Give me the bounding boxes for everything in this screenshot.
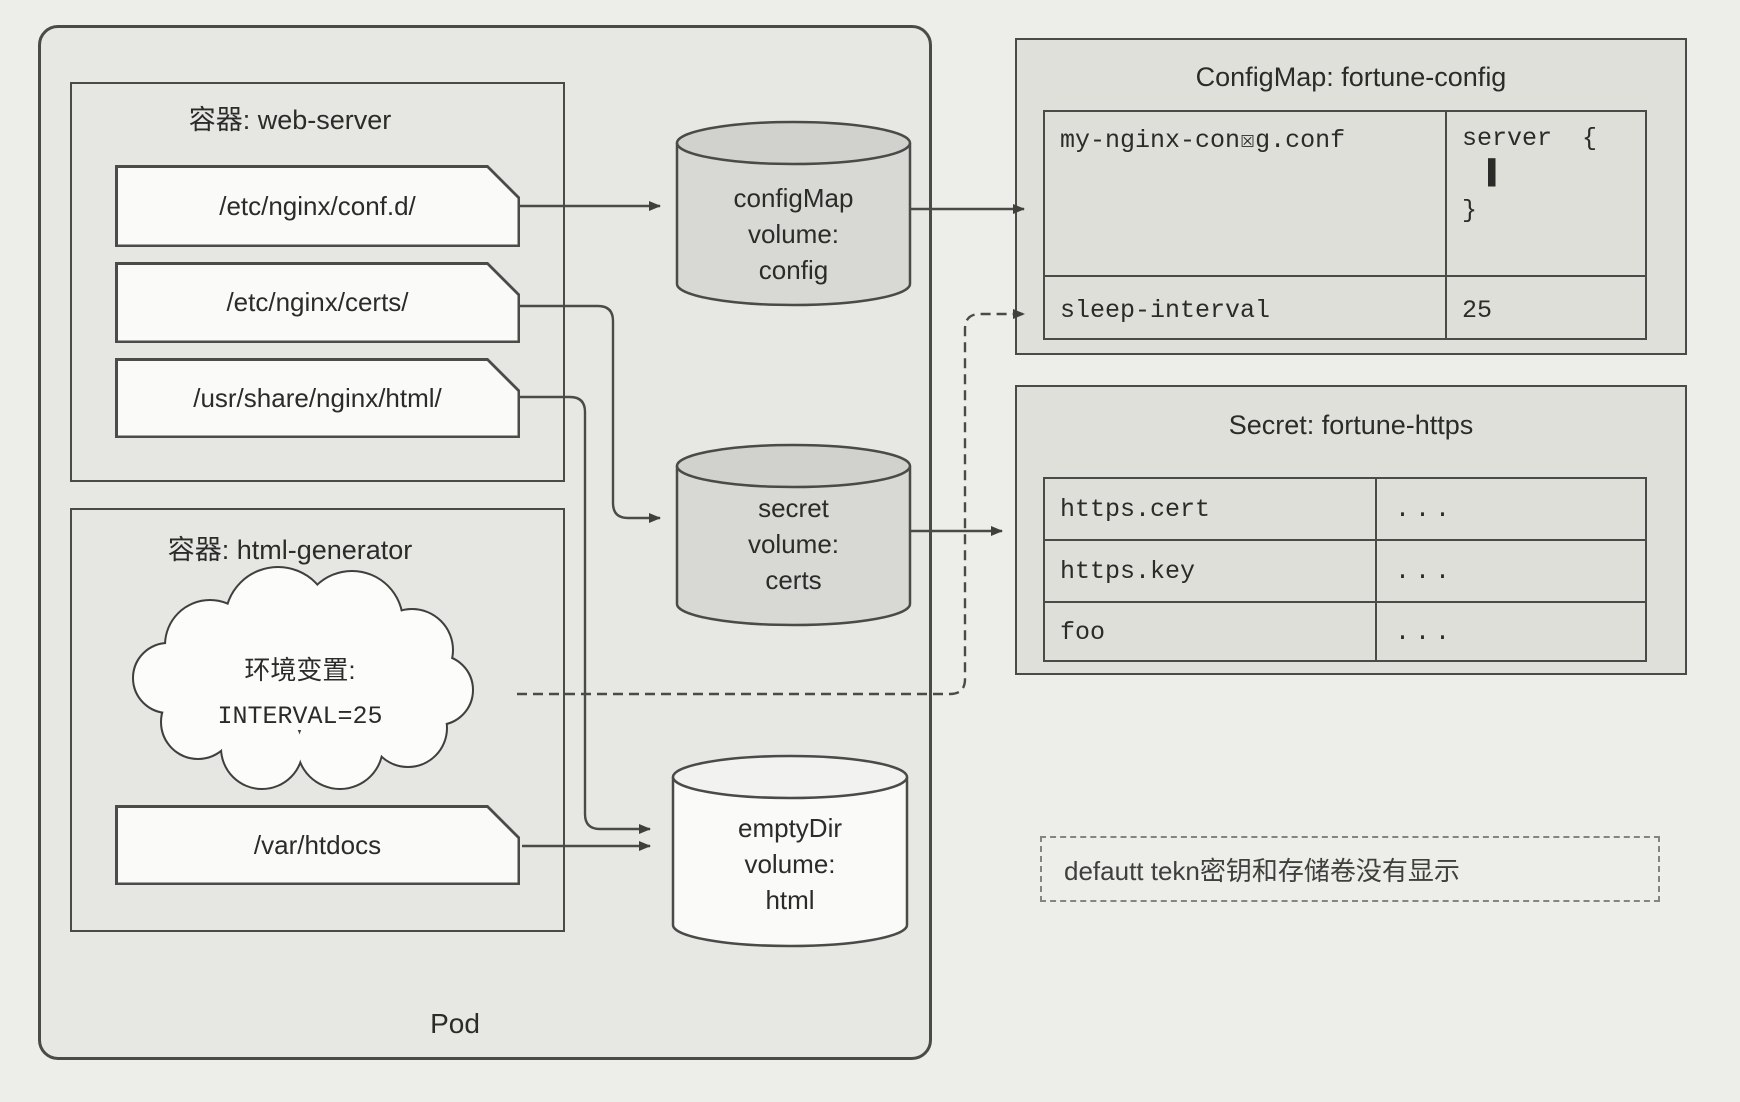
container-web-server-title: 容器: web-server bbox=[188, 105, 392, 135]
secret-title: Secret: fortune-https bbox=[1228, 410, 1474, 440]
configmap-value-block: ▌ bbox=[1488, 158, 1504, 187]
emptydir-volume-line3: html bbox=[765, 885, 815, 915]
pod-label: Pod bbox=[430, 1008, 480, 1039]
env-cloud-var: INTERVAL=25 bbox=[217, 702, 383, 731]
mount-path-box-html: /usr/share/nginx/html/ bbox=[115, 358, 520, 438]
secret-key-foo: foo bbox=[1060, 618, 1106, 647]
secret-volume-label: secret volume: certs bbox=[677, 490, 910, 598]
note-box: defautt tekn密钥和存储卷没有显示 bbox=[1040, 836, 1660, 902]
secret-table bbox=[1043, 477, 1647, 662]
mount-path-certs: /etc/nginx/certs/ bbox=[118, 265, 518, 341]
env-cloud-title: 环境变置: bbox=[244, 655, 356, 685]
configmap-value-server-open: server { bbox=[1462, 124, 1598, 153]
configmap-value-close-brace: } bbox=[1462, 196, 1478, 225]
configmap-table bbox=[1043, 110, 1647, 340]
secret-row-divider-2 bbox=[1045, 601, 1645, 603]
container-html-generator-title: 容器: html-generator bbox=[167, 535, 413, 565]
configmap-value-sleep-interval: 25 bbox=[1462, 296, 1493, 325]
configmap-volume-line1: configMap bbox=[733, 183, 854, 213]
mount-path-html: /usr/share/nginx/html/ bbox=[118, 361, 518, 436]
configmap-col-divider bbox=[1445, 112, 1447, 338]
configmap-volume-line3: config bbox=[758, 255, 829, 285]
emptydir-volume-line1: emptyDir bbox=[737, 813, 842, 843]
secret-value-https-cert: ... bbox=[1395, 495, 1456, 524]
secret-volume-line1: secret bbox=[758, 493, 829, 523]
mount-path-box-certs: /etc/nginx/certs/ bbox=[115, 262, 520, 343]
secret-value-foo: ... bbox=[1395, 618, 1456, 647]
configmap-key-sleep-interval: sleep-interval bbox=[1060, 296, 1271, 325]
emptydir-volume-label: emptyDir volume: html bbox=[673, 810, 907, 918]
configmap-volume-label: configMap volume: config bbox=[677, 180, 910, 288]
secret-value-https-key: ... bbox=[1395, 557, 1456, 586]
secret-volume-line3: certs bbox=[765, 565, 822, 595]
mount-path-box-htdocs: /var/htdocs bbox=[115, 805, 520, 885]
configmap-title: ConfigMap: fortune-config bbox=[1195, 62, 1507, 92]
mount-path-confd: /etc/nginx/conf.d/ bbox=[118, 168, 518, 245]
mount-path-box-confd: /etc/nginx/conf.d/ bbox=[115, 165, 520, 247]
secret-key-https-cert: https.cert bbox=[1060, 495, 1211, 524]
secret-key-https-key: https.key bbox=[1060, 557, 1196, 586]
secret-volume-line2: volume: bbox=[747, 529, 840, 559]
configmap-volume-line2: volume: bbox=[747, 219, 840, 249]
secret-col-divider bbox=[1375, 479, 1377, 660]
note-text: defautt tekn密钥和存储卷没有显示 bbox=[1064, 855, 1460, 886]
emptydir-volume-line2: volume: bbox=[744, 849, 836, 879]
mount-path-htdocs: /var/htdocs bbox=[118, 808, 518, 883]
secret-row-divider-1 bbox=[1045, 539, 1645, 541]
configmap-row-divider bbox=[1045, 275, 1645, 277]
configmap-key-nginx-conf: my-nginx-con☒g.conf bbox=[1060, 126, 1346, 155]
